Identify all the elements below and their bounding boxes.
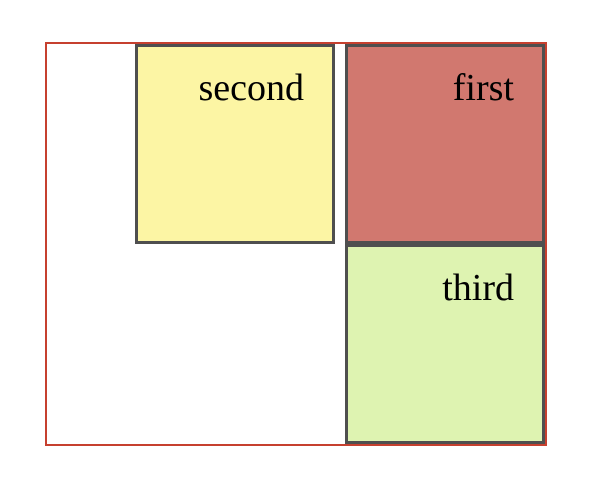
box-first-label: first [452,67,514,109]
box-first: first [345,44,545,244]
outer-container: second first third [45,42,547,446]
box-third: third [345,244,545,444]
box-third-label: third [442,267,514,309]
box-second-label: second [198,67,304,109]
box-second: second [135,44,335,244]
